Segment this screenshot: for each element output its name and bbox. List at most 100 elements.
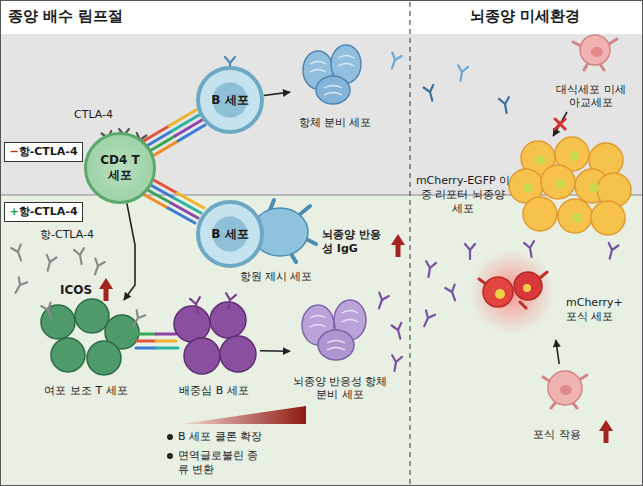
tfh-cells bbox=[87, 341, 121, 375]
text-slot: 뇌종양 반응성 항체 분비 세포 bbox=[290, 375, 390, 403]
tfh-cells bbox=[41, 299, 139, 375]
tfh-cells: 여포 보조 T 세포 bbox=[30, 300, 144, 400]
arrow-connector bbox=[260, 350, 290, 352]
mcherry-phagocyte bbox=[523, 284, 531, 292]
germinal-center-b-cells bbox=[184, 338, 220, 374]
arrow-connector bbox=[553, 112, 567, 136]
gc-b-receptor bbox=[190, 297, 202, 314]
background bbox=[409, 2, 410, 484]
cell-label: +항-CTLA-4 bbox=[9, 205, 77, 219]
bullet bbox=[167, 434, 173, 440]
label-slot: 종양 배수 림프절 bbox=[8, 7, 123, 26]
label-slot: ICOS bbox=[60, 283, 92, 298]
tumor-reactive-antibody bbox=[424, 261, 436, 278]
cell-label: 여포 보조 T 세포 bbox=[30, 384, 142, 398]
receptor-label: ICOS bbox=[60, 283, 92, 298]
cell-label: 포식 작용 bbox=[515, 428, 599, 442]
tumor-nucleus bbox=[555, 179, 565, 189]
tumor-reactive-antibody bbox=[445, 285, 460, 303]
antibody-secreting-cells bbox=[310, 311, 358, 351]
mcherry-phagocyte bbox=[470, 250, 554, 334]
plasma-cells bbox=[310, 56, 354, 96]
tumor-nucleus bbox=[589, 183, 599, 193]
anti-ctla4-antibody bbox=[11, 245, 26, 263]
increase-arrow bbox=[599, 420, 613, 443]
anti-ctla4-antibody bbox=[74, 248, 86, 265]
phagocyte-cell bbox=[560, 385, 572, 395]
gradient-wedge bbox=[182, 406, 306, 424]
blocked-mark bbox=[555, 119, 565, 129]
label-slot: 뇌종양 미세환경 bbox=[470, 7, 580, 26]
antibody-secreting-cells bbox=[318, 330, 354, 360]
tumor-reactive-antibody bbox=[605, 243, 619, 260]
drug-label: 항-CTLA-4 bbox=[40, 228, 94, 242]
panel-heading: 뇌종양 미세환경 bbox=[470, 7, 580, 26]
tfh-gc-contacts bbox=[136, 334, 178, 348]
tfh-gc-contacts bbox=[137, 340, 156, 343]
arrow-connector bbox=[556, 340, 559, 364]
label-slot: CTLA-4 bbox=[74, 108, 113, 122]
free-antibody bbox=[456, 65, 468, 82]
tumor-nucleus bbox=[569, 151, 579, 161]
tcr-contacts bbox=[178, 125, 205, 141]
phagocyte-cell bbox=[543, 371, 587, 408]
tcr-contacts bbox=[168, 208, 195, 223]
bullet-text: 면역글로불린 종류 변환 bbox=[178, 449, 260, 477]
cell-label: 항체 분비 세포 bbox=[290, 116, 380, 130]
tumor-cell-cluster bbox=[509, 137, 631, 235]
cell-label: B 세포 bbox=[202, 93, 258, 108]
tfh-gc-contacts bbox=[156, 340, 176, 343]
mcherry-phagocyte bbox=[470, 250, 554, 334]
label-slot: 뇌종양 반응성 IgG bbox=[322, 228, 388, 256]
tumor-reactive-antibody bbox=[420, 310, 435, 328]
cell-label: mCherry-EGFP 이중 리포터 뇌종양 세포 bbox=[415, 174, 511, 215]
plasma-cells bbox=[303, 45, 361, 104]
tumor-cell-cluster bbox=[591, 201, 625, 235]
cell-label: B 세포 bbox=[202, 227, 258, 242]
text-slot: 배중심 B 세포 bbox=[170, 384, 258, 398]
tcr-contacts bbox=[151, 141, 178, 157]
increase-arrow bbox=[99, 278, 113, 301]
tumor-nucleus bbox=[535, 155, 545, 165]
macrophage-cell bbox=[580, 35, 610, 65]
condition-tag: +항-CTLA-4 bbox=[4, 202, 83, 222]
phagocyte: mCherry+ 포식 세포 bbox=[466, 258, 634, 340]
free-antibody bbox=[424, 85, 438, 102]
bullet bbox=[167, 434, 173, 459]
tfh-cells bbox=[75, 299, 109, 333]
cell-label: −항-CTLA-4 bbox=[9, 145, 77, 159]
antibody-secreting-cells bbox=[302, 300, 366, 360]
tfh-gc-contacts bbox=[156, 333, 176, 336]
tfh-bound-antibody bbox=[129, 310, 145, 328]
mcherry-phagocyte bbox=[514, 272, 542, 300]
text-slot: mCherry-EGFP 이중 리포터 뇌종양 세포 bbox=[415, 174, 511, 215]
background bbox=[0, 195, 643, 486]
text-slot: mCherry+ 포식 세포 bbox=[566, 296, 630, 324]
tumor-reactive-antibody bbox=[392, 323, 406, 340]
gc-b-receptor bbox=[190, 293, 236, 314]
tumor-cell-cluster bbox=[558, 199, 592, 233]
tumor-reactive-antibody bbox=[374, 293, 389, 311]
tfh-bound-antibody bbox=[41, 303, 145, 329]
cell-label: 대식세포 미세아교세포 bbox=[551, 83, 631, 111]
cell-label: CD4 T 세포 bbox=[96, 153, 144, 183]
cell-label: 항원 제시 세포 bbox=[236, 270, 316, 284]
tfh-gc-contacts bbox=[136, 333, 156, 336]
macrophage: 대식세포 미세아교세포 bbox=[545, 28, 637, 112]
panel-heading: 종양 배수 림프절 bbox=[8, 7, 123, 26]
tfh-gc-contacts bbox=[156, 347, 178, 350]
mcherry-phagocyte bbox=[479, 272, 547, 308]
bullet bbox=[167, 453, 173, 459]
text-slot: 대식세포 미세아교세포 bbox=[551, 83, 631, 111]
anti-ctla4-antibody bbox=[43, 255, 57, 272]
label-slot: 면역글로불린 종류 변환 bbox=[178, 449, 260, 477]
tumor-reactive-antibody bbox=[465, 244, 475, 259]
macrophage-cell bbox=[573, 35, 617, 70]
gradient-wedge bbox=[182, 406, 306, 424]
tcr-contacts bbox=[141, 193, 168, 208]
tfh-cells bbox=[51, 338, 85, 372]
tumor-nucleus bbox=[523, 183, 533, 193]
